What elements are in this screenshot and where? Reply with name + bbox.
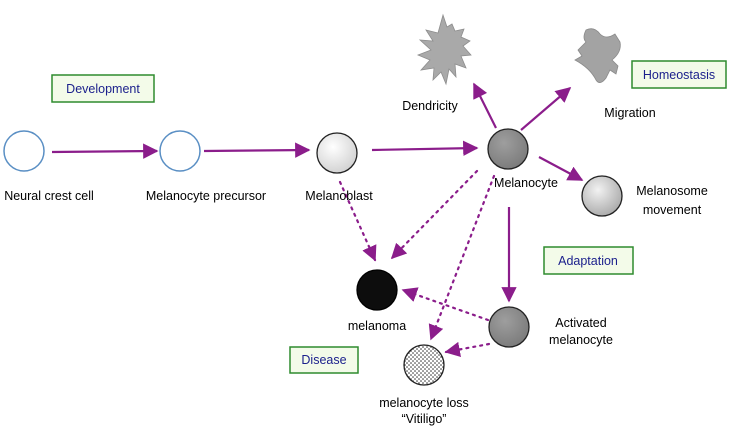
- activated-melanocyte-cell: [488, 306, 530, 348]
- melanosome-label-line2: movement: [643, 203, 702, 217]
- migration-label: Migration: [604, 106, 655, 120]
- arrow-melanocyte-to-melanosome: [538, 156, 584, 181]
- activated-label-line1: Activated: [555, 316, 606, 330]
- dotted-arrow-activated-to-melanoma: [401, 287, 490, 322]
- melanocyte-precursor-cell: [159, 130, 201, 172]
- stage-box-adaptation: Adaptation: [543, 246, 634, 275]
- melanocyte-cell: [487, 128, 529, 170]
- arrow-precursor-to-melanoblast: [203, 142, 311, 158]
- dotted-arrow-melanocyte-to-melanoma: [390, 169, 479, 260]
- migrating-cell-icon: [574, 28, 621, 83]
- arrow-melanocyte-to-migration: [520, 86, 572, 131]
- dotted-arrow-melanocyte-to-vitiligo: [428, 174, 496, 341]
- dotted-arrow-activated-to-vitiligo: [444, 341, 491, 358]
- melanosome-cell: [581, 175, 623, 217]
- vitiligo-label-line1: melanocyte loss: [379, 396, 469, 410]
- melanoblast-label: Melanoblast: [305, 189, 373, 203]
- dotted-arrow-melanoblast-to-melanoma: [338, 180, 377, 262]
- arrow-crest-to-precursor: [51, 143, 159, 159]
- dendricity-label: Dendricity: [402, 99, 458, 113]
- activated-label-line2: melanocyte: [549, 333, 613, 347]
- disease-label: Disease: [301, 353, 346, 367]
- melanoma-cell: [356, 269, 398, 311]
- melanocyte-precursor-label: Melanocyte precursor: [146, 189, 266, 203]
- melanoblast-cell: [316, 132, 358, 174]
- homeostasis-label: Homeostasis: [643, 68, 715, 82]
- stage-box-homeostasis: Homeostasis: [631, 60, 727, 89]
- stage-box-disease: Disease: [289, 346, 359, 374]
- vitiligo-cell: [403, 344, 445, 386]
- melanoma-label: melanoma: [348, 319, 406, 333]
- neural-crest-cell: [3, 130, 45, 172]
- adaptation-label: Adaptation: [558, 254, 618, 268]
- dendritic-cell-icon: [416, 13, 472, 86]
- development-label: Development: [66, 82, 140, 96]
- melanosome-label-line1: Melanosome: [636, 184, 708, 198]
- vitiligo-label-line2: “Vitiligo”: [402, 412, 447, 426]
- arrow-melanocyte-to-dendricity: [473, 82, 497, 129]
- neural-crest-cell-label: Neural crest cell: [4, 189, 94, 203]
- melanocyte-label: Melanocyte: [494, 176, 558, 190]
- arrow-melanoblast-to-melanocyte: [371, 140, 479, 156]
- stage-box-development: Development: [51, 74, 155, 103]
